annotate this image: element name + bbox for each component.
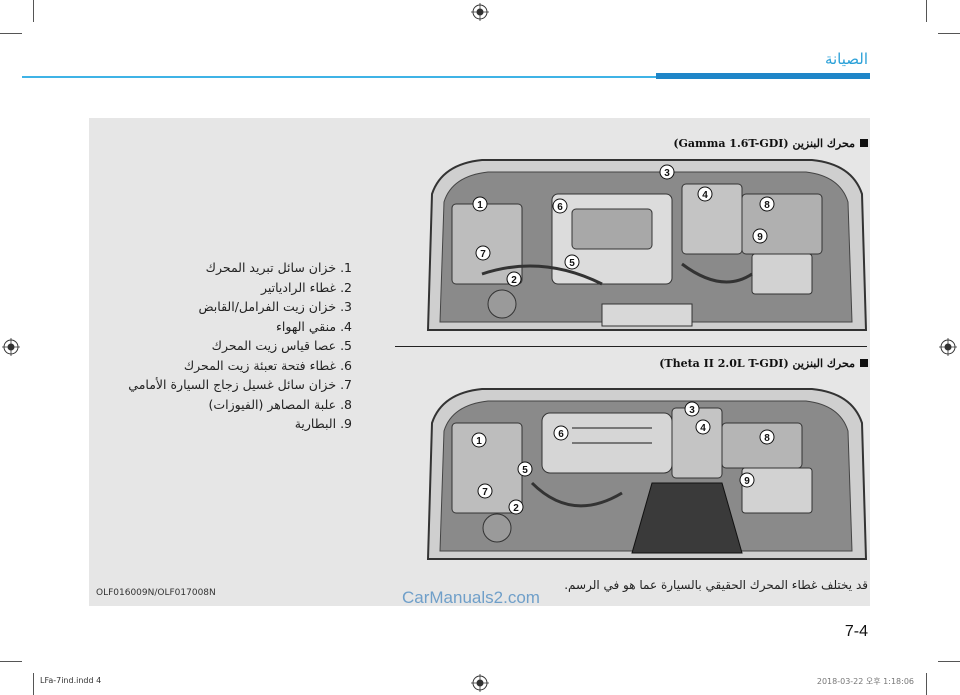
legend-item: 2.غطاء الرادياتير — [128, 278, 352, 298]
legend-item: 7.خزان سائل غسيل زجاج السيارة الأمامي — [128, 375, 352, 395]
callout-badge: 2 — [508, 499, 524, 515]
engine-bay-illustration: 1 2 3 4 5 6 7 8 9 — [426, 159, 868, 331]
legend-number: 5. — [340, 338, 352, 353]
legend-number: 1. — [340, 260, 352, 275]
footer-file: LFa-7ind.indd 4 — [40, 676, 102, 685]
callout-2: 2 — [511, 275, 517, 286]
header-rule — [22, 76, 658, 78]
callout-badge: 3 — [684, 401, 700, 417]
callout-badge: 7 — [475, 245, 491, 261]
callout-1: 1 — [477, 200, 483, 211]
watermark-link[interactable]: CarManuals2.com — [402, 588, 540, 607]
callout-3: 3 — [664, 168, 670, 179]
figure-code: OLF016009N/OLF017008N — [96, 588, 216, 598]
callout-badge: 6 — [552, 198, 568, 214]
callout-3: 3 — [689, 405, 695, 416]
registration-mark-icon — [471, 3, 489, 21]
engine-title: (Theta II 2.0L T-GDI) محرك البنزين — [659, 357, 868, 370]
legend-text: غطاء الرادياتير — [260, 279, 337, 295]
bullet-square-icon — [860, 139, 868, 147]
legend-text: خزان سائل تبريد المحرك — [205, 260, 337, 275]
legend-item: 4.منقي الهواء — [128, 317, 352, 337]
engine-title: (Gamma 1.6T-GDI) محرك البنزين — [673, 137, 868, 150]
callout-4: 4 — [700, 423, 706, 434]
callout-6: 6 — [558, 429, 564, 440]
callout-badge: 6 — [553, 425, 569, 441]
page-number: 7-4 — [844, 623, 868, 640]
callout-6: 6 — [557, 202, 563, 213]
legend-number: 8. — [340, 396, 352, 412]
registration-mark-icon — [471, 674, 489, 692]
callout-badge: 5 — [564, 254, 580, 270]
header-rule-accent — [656, 73, 870, 79]
crop-mark — [926, 0, 927, 22]
legend-item: 3.خزان زيت الفرامل/القابض — [128, 297, 352, 317]
legend-text: عصا قياس زيت المحرك — [211, 338, 337, 353]
section-title: الصيانة — [824, 50, 868, 68]
callout-2: 2 — [513, 503, 519, 514]
registration-mark-icon — [2, 338, 20, 356]
callout-7: 7 — [482, 487, 488, 498]
callout-4: 4 — [702, 190, 708, 201]
legend-item: 5.عصا قياس زيت المحرك — [128, 336, 352, 356]
crop-mark — [0, 661, 22, 662]
footer-datetime: 2018-03-22 오후 1:18:06 — [816, 677, 914, 686]
legend-text: خزان زيت الفرامل/القابض — [198, 299, 337, 314]
crop-mark — [926, 673, 927, 695]
crop-mark — [938, 33, 960, 34]
legend-item: 6.غطاء فتحة تعبئة زيت المحرك — [128, 356, 352, 376]
callout-badge: 1 — [471, 432, 487, 448]
callout-7: 7 — [480, 249, 486, 260]
legend-text: البطارية — [294, 416, 337, 431]
callout-badge: 9 — [752, 228, 768, 244]
legend-number: 4. — [340, 318, 352, 334]
callout-badge: 7 — [477, 483, 493, 499]
legend-number: 9. — [340, 416, 352, 431]
registration-mark-icon — [939, 338, 957, 356]
engine-title-text: (Gamma 1.6T-GDI) محرك البنزين — [673, 137, 855, 150]
legend-text: غطاء فتحة تعبئة زيت المحرك — [183, 357, 337, 373]
callout-badge: 4 — [697, 186, 713, 202]
callout-1: 1 — [476, 436, 482, 447]
legend-number: 7. — [340, 377, 352, 392]
bullet-square-icon — [860, 359, 868, 367]
callout-9: 9 — [757, 232, 763, 243]
callout-badge: 8 — [759, 196, 775, 212]
legend-number: 6. — [340, 357, 352, 373]
legend-text: منقي الهواء — [276, 318, 337, 334]
legend-text: علبة المصاهر (الفيوزات) — [208, 396, 337, 412]
legend-item: 9.البطارية — [128, 414, 352, 434]
crop-mark — [33, 673, 34, 695]
callout-badge: 1 — [472, 196, 488, 212]
crop-mark — [0, 33, 22, 34]
legend-item: 1.خزان سائل تبريد المحرك — [128, 258, 352, 278]
callout-badge: 4 — [695, 419, 711, 435]
callout-badge: 8 — [759, 429, 775, 445]
callout-badge: 9 — [739, 472, 755, 488]
engine-bay-illustration: 1 2 3 4 5 6 7 8 9 — [426, 388, 868, 560]
callout-9: 9 — [744, 476, 750, 487]
engine-title-text: (Theta II 2.0L T-GDI) محرك البنزين — [659, 357, 855, 370]
callout-badge: 5 — [517, 461, 533, 477]
callout-8: 8 — [764, 433, 770, 444]
crop-mark — [33, 0, 34, 22]
callout-5: 5 — [522, 465, 528, 476]
legend-item: 8.علبة المصاهر (الفيوزات) — [128, 395, 352, 415]
crop-mark — [938, 661, 960, 662]
section-divider — [395, 346, 867, 347]
legend-text: خزان سائل غسيل زجاج السيارة الأمامي — [128, 377, 337, 392]
callout-5: 5 — [569, 258, 575, 269]
callout-8: 8 — [764, 200, 770, 211]
legend-number: 2. — [340, 279, 352, 295]
legend-number: 3. — [340, 299, 352, 314]
illustration-note: قد يختلف غطاء المحرك الحقيقي بالسيارة عم… — [564, 578, 868, 592]
callout-badge: 2 — [506, 271, 522, 287]
component-legend: 1.خزان سائل تبريد المحرك 2.غطاء الراديات… — [128, 258, 352, 434]
callout-badge: 3 — [659, 164, 675, 180]
